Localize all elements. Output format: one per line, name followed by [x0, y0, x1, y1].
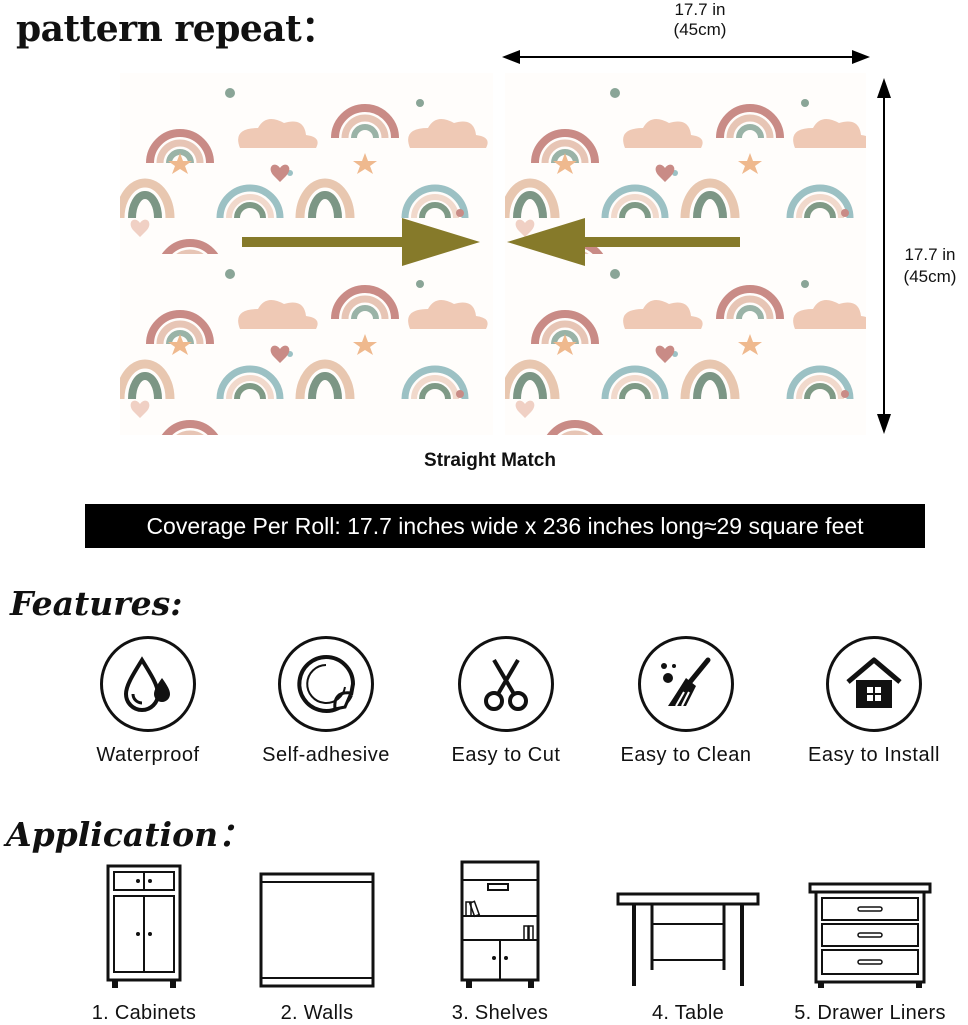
width-inches: 17.7 in [674, 0, 726, 19]
application-cabinets: 1. Cabinets [59, 856, 229, 1025]
application-heading: Application： [6, 815, 252, 854]
shelves-icon [460, 860, 540, 988]
feature-label: Easy to Install [807, 744, 940, 766]
application-shelves: 3. Shelves [415, 856, 585, 1025]
drawer-icon [808, 882, 932, 988]
page-title: pattern repeat： [16, 8, 337, 50]
scissors-icon [458, 636, 554, 732]
features-heading: Features: [10, 584, 183, 623]
feature-easy-install: Easy to Install [794, 636, 954, 767]
application-label: 1. Cabinets [91, 1002, 197, 1024]
application-table: 4. Table [603, 856, 773, 1025]
table-icon [616, 892, 760, 986]
house-icon [826, 636, 922, 732]
feature-label: Easy to Cut [451, 744, 561, 766]
application-walls: 2. Walls [232, 856, 402, 1025]
application-label: 5. Drawer Liners [794, 1002, 946, 1024]
water-drop-icon [100, 636, 196, 732]
coverage-banner: Coverage Per Roll: 17.7 inches wide x 23… [85, 504, 925, 548]
feature-label: Easy to Clean [620, 744, 752, 766]
height-cm: (45cm) [903, 267, 957, 286]
wall-icon [259, 872, 375, 988]
pattern-preview [120, 73, 866, 435]
application-label: 4. Table [651, 1002, 725, 1024]
feature-easy-clean: Easy to Clean [606, 636, 766, 767]
width-cm: (45cm) [673, 20, 727, 39]
feature-label: Waterproof [96, 744, 200, 766]
feature-self-adhesive: Self-adhesive [246, 636, 406, 767]
height-inches: 17.7 in [904, 245, 956, 264]
height-dimension-label: 17.7 in (45cm) [890, 244, 968, 288]
cabinet-icon [106, 864, 182, 988]
application-label: 3. Shelves [451, 1002, 549, 1024]
feature-easy-cut: Easy to Cut [426, 636, 586, 767]
application-label: 2. Walls [280, 1002, 354, 1024]
width-arrow-icon [502, 50, 870, 64]
match-type-label: Straight Match [424, 450, 556, 471]
feature-label: Self-adhesive [262, 744, 390, 766]
broom-icon [638, 636, 734, 732]
peel-sticker-icon [278, 636, 374, 732]
application-drawer-liners: 5. Drawer Liners [785, 856, 955, 1025]
height-arrow-icon [877, 78, 891, 434]
width-dimension-label: 17.7 in (45cm) [620, 0, 780, 40]
feature-waterproof: Waterproof [68, 636, 228, 767]
